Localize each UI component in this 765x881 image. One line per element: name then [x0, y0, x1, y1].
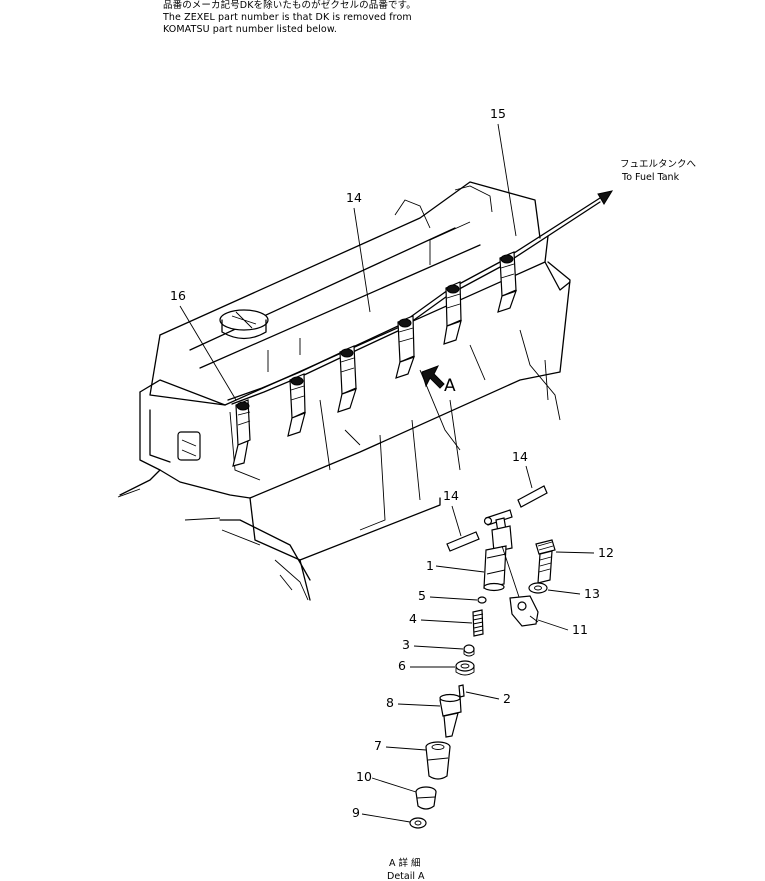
leader-10	[371, 777, 417, 793]
leader-2	[465, 691, 500, 700]
leader-1	[435, 565, 485, 573]
pipe-14-b	[517, 485, 548, 508]
part-5-shim	[477, 596, 487, 604]
note-line-en-2: KOMATSU part number listed below.	[163, 24, 337, 35]
view-a-label: A	[444, 376, 456, 396]
zexel-note: 品番のメーカ記号DKを除いたものがゼクセルの品番です。 The ZEXEL pa…	[163, 0, 416, 36]
pipe-14-a	[446, 531, 480, 552]
callout-14-b: 14	[512, 449, 528, 464]
leader-16	[179, 305, 237, 401]
arrow-to-fuel-tank	[597, 190, 614, 205]
nozzle-8	[439, 693, 462, 738]
leader-9	[361, 813, 411, 823]
bolt-12	[535, 539, 556, 584]
view-a-arrow	[421, 365, 445, 389]
engine-block-illustration	[117, 181, 571, 601]
fuel-tank-label-en: To Fuel Tank	[621, 172, 680, 183]
leader-5	[429, 596, 478, 601]
callout-13: 13	[584, 586, 600, 601]
washer-13	[528, 582, 548, 594]
callout-8: 8	[386, 695, 394, 710]
injector-row	[232, 251, 517, 467]
retaining-nut-7	[425, 741, 451, 780]
leader-11	[537, 619, 569, 631]
callout-3: 3	[402, 637, 410, 652]
callout-15: 15	[490, 106, 506, 121]
injector-clamp-11	[509, 595, 539, 627]
injector-cyl-6	[497, 251, 517, 313]
spring-4	[472, 609, 484, 637]
injector-cyl-5	[443, 281, 462, 345]
callout-14-a: 14	[443, 488, 459, 503]
leader-14-top	[353, 207, 371, 313]
callout-16: 16	[170, 288, 186, 303]
callout-11: 11	[572, 622, 588, 637]
spacer-6	[455, 660, 475, 676]
fuel-tank-label-jp: フュエルタンクへ	[620, 159, 697, 170]
callout-4: 4	[409, 611, 417, 626]
washer-9	[409, 817, 427, 829]
callout-1: 1	[426, 558, 434, 573]
leader-3	[413, 645, 464, 650]
callout-2: 2	[503, 691, 511, 706]
injector-holder-1	[483, 525, 513, 592]
spring-seat-3	[463, 644, 475, 657]
leak-off-pipe	[227, 190, 614, 405]
leader-13	[547, 589, 581, 595]
injector-cyl-2	[287, 373, 306, 437]
callout-6: 6	[398, 658, 406, 673]
leader-14-b	[525, 465, 533, 489]
callout-9: 9	[352, 805, 360, 820]
callout-5: 5	[418, 588, 426, 603]
note-line-jp: 品番のメーカ記号DKを除いたものがゼクセルの品番です。	[163, 0, 416, 11]
injector-cyl-3	[337, 345, 357, 413]
injector-cyl-4	[395, 315, 415, 379]
leader-7	[385, 746, 427, 751]
leader-12	[555, 551, 595, 554]
leader-4	[420, 619, 473, 624]
detail-a-exploded-view	[409, 485, 556, 829]
callout-14-top: 14	[346, 190, 362, 205]
note-line-en-1: The ZEXEL part number is that DK is remo…	[163, 12, 412, 23]
detail-label-jp: A 詳 細	[389, 857, 421, 869]
detail-label-en: Detail A	[387, 871, 425, 881]
leader-14-a	[451, 505, 462, 537]
callout-10: 10	[356, 769, 372, 784]
injector-cyl-1	[232, 399, 251, 467]
leader-8	[397, 703, 441, 707]
pin-2	[458, 684, 465, 698]
seal-10	[415, 786, 437, 810]
leader-15	[497, 123, 517, 237]
callout-7: 7	[374, 738, 382, 753]
callout-12: 12	[598, 545, 614, 560]
